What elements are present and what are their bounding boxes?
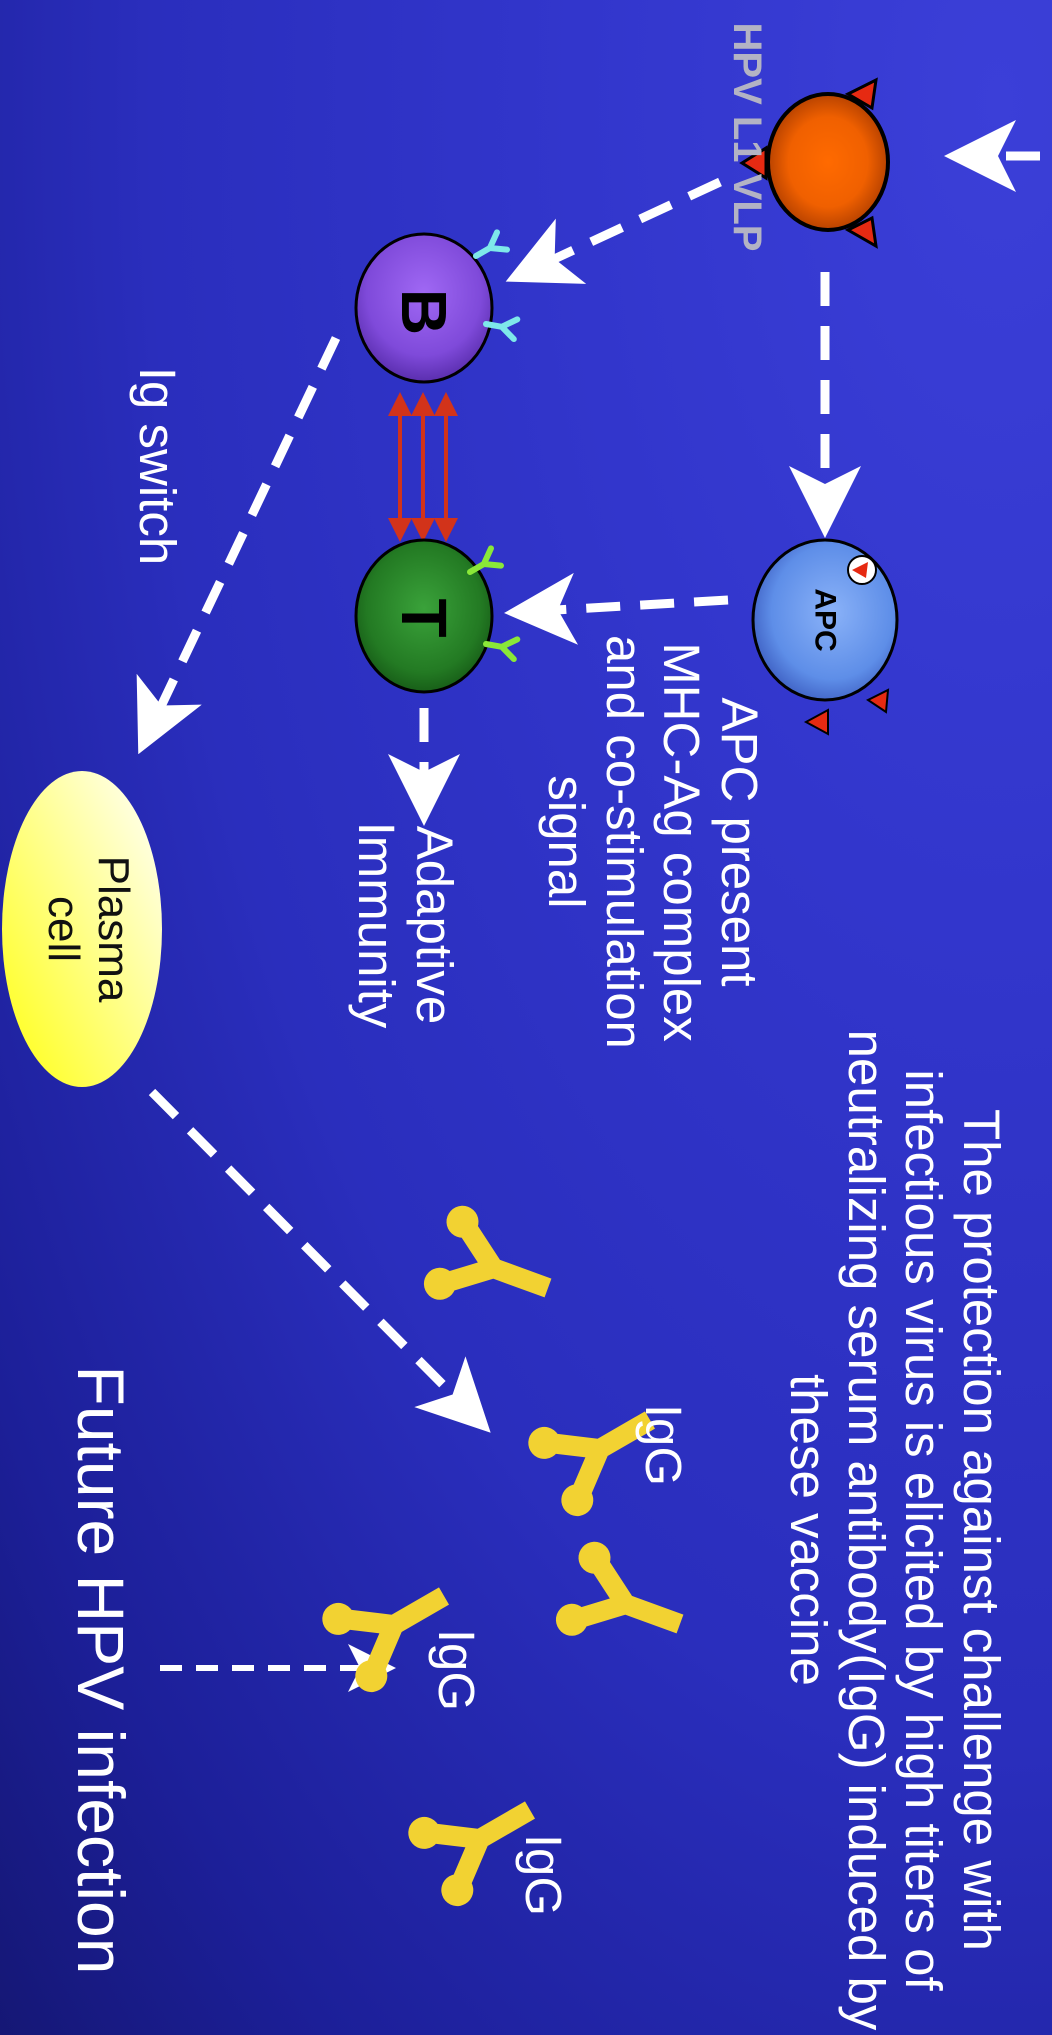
adaptive-immunity-label: Adaptive Immunity [348, 821, 463, 1029]
apc-antigen [852, 562, 868, 578]
t-cell: T [354, 538, 517, 694]
apc-antigen [803, 708, 829, 736]
vlp-particle [739, 77, 890, 249]
protection-statement: The protection against challenge with in… [780, 1029, 1010, 2031]
igg-label: IgG [635, 1403, 692, 1487]
future-infection-label: Future HPV infection [64, 1365, 138, 1975]
vlp-body [766, 92, 890, 232]
vlp-label: HPV L1 VLP [725, 22, 769, 252]
ig-switch-label: Ig switch [129, 366, 186, 566]
vlp-to-b-arrow [505, 177, 722, 284]
plasma-cell-body [2, 771, 162, 1087]
vlp-spike [739, 145, 768, 181]
apc-antigen [866, 688, 890, 714]
vlp-spike [844, 215, 878, 249]
t-cell-label: T [388, 598, 460, 637]
apc-cell: APC [751, 538, 899, 736]
vlp-spike [844, 77, 878, 111]
igg-label: IgG [515, 1833, 572, 1917]
flow-arrows [136, 120, 1040, 1692]
b-cell-body [354, 232, 494, 384]
plasma-to-igg-arrow [148, 1088, 491, 1433]
b-to-plasma-arrow [136, 336, 341, 755]
igg-antibodies [316, 1201, 696, 1912]
igg-antibody-icon [419, 1201, 564, 1334]
apc-to-t-arrow [504, 572, 729, 645]
plasma-cell-label: Plasma cell [39, 855, 138, 1003]
b-t-interaction-arrows [388, 392, 458, 542]
apc-label: APC [809, 588, 842, 651]
igg-label: IgG [428, 1628, 485, 1712]
igg-antibody-icon [551, 1537, 696, 1670]
b-cell: B [354, 232, 517, 384]
b-cell-label: B [388, 289, 460, 335]
t-cell-body [354, 538, 494, 694]
apc-present-label: APC present MHC-Ag complex and co-stimul… [538, 635, 768, 1049]
